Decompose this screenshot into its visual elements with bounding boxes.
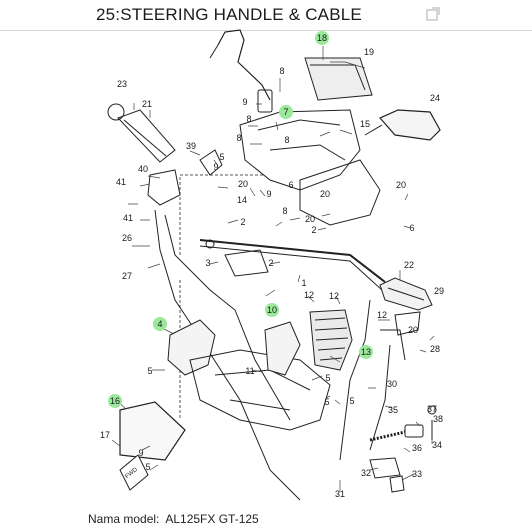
page-title: 25:STEERING HANDLE & CABLE bbox=[96, 5, 362, 24]
part-callout-5: 5 bbox=[147, 366, 152, 376]
part-callout-10: 10 bbox=[267, 305, 277, 315]
part-callout-28: 28 bbox=[430, 344, 440, 354]
part-callout-41: 41 bbox=[116, 177, 126, 187]
part-callout-17: 17 bbox=[100, 430, 110, 440]
part-callout-2: 2 bbox=[240, 217, 245, 227]
model-label: Nama model: bbox=[88, 512, 160, 526]
part-callout-8: 8 bbox=[282, 206, 287, 216]
part-callout-9: 9 bbox=[266, 189, 271, 199]
part-callout-30: 30 bbox=[387, 379, 397, 389]
page-header: 25:STEERING HANDLE & CABLE bbox=[0, 0, 532, 31]
part-callout-27: 27 bbox=[122, 271, 132, 281]
part-callout-21: 21 bbox=[142, 99, 152, 109]
part-callout-14: 14 bbox=[237, 195, 247, 205]
part-callout-34: 34 bbox=[432, 440, 442, 450]
part-callout-8: 8 bbox=[236, 133, 241, 143]
part-callout-39: 39 bbox=[186, 141, 196, 151]
part-callout-1: 1 bbox=[301, 278, 306, 288]
callout-highlight bbox=[315, 31, 329, 45]
part-callout-8: 8 bbox=[246, 114, 251, 124]
part-callout-12: 12 bbox=[329, 291, 339, 301]
part-callout-26: 26 bbox=[122, 233, 132, 243]
callout-highlight bbox=[108, 394, 122, 408]
part-callout-8: 8 bbox=[284, 135, 289, 145]
part-callout-19: 19 bbox=[364, 47, 374, 57]
external-link-icon[interactable] bbox=[426, 7, 440, 21]
part-callout-7: 7 bbox=[283, 107, 288, 117]
part-callout-9: 9 bbox=[213, 162, 218, 172]
part-callout-35: 35 bbox=[388, 405, 398, 415]
part-callout-33: 33 bbox=[412, 469, 422, 479]
callout-highlight bbox=[265, 303, 279, 317]
callout-highlight bbox=[279, 105, 293, 119]
part-callout-36: 36 bbox=[412, 443, 422, 453]
part-callout-41: 41 bbox=[123, 213, 133, 223]
part-callout-24: 24 bbox=[430, 93, 440, 103]
part-callout-5: 5 bbox=[324, 397, 329, 407]
part-callout-15: 15 bbox=[360, 119, 370, 129]
part-callout-22: 22 bbox=[404, 260, 414, 270]
part-callout-6: 6 bbox=[409, 223, 414, 233]
part-callout-12: 12 bbox=[304, 290, 314, 300]
part-callout-31: 31 bbox=[335, 489, 345, 499]
part-callout-23: 23 bbox=[117, 79, 127, 89]
part-callout-11: 11 bbox=[245, 366, 254, 376]
part-callout-5: 5 bbox=[325, 373, 330, 383]
part-callout-9: 9 bbox=[242, 97, 247, 107]
part-callout-3: 3 bbox=[205, 258, 210, 268]
part-callout-5: 5 bbox=[349, 396, 354, 406]
part-callout-2: 2 bbox=[311, 225, 316, 235]
line-art bbox=[107, 29, 441, 501]
part-callout-16: 16 bbox=[110, 396, 120, 406]
part-callout-9: 9 bbox=[138, 448, 143, 458]
part-callout-4: 4 bbox=[157, 319, 162, 329]
part-callout-18: 18 bbox=[317, 33, 327, 43]
part-callout-20: 20 bbox=[238, 179, 248, 189]
part-callout-12: 12 bbox=[377, 310, 387, 320]
part-callout-37: 37 bbox=[427, 404, 437, 414]
part-callout-32: 32 bbox=[361, 468, 371, 478]
part-callout-20: 20 bbox=[408, 325, 418, 335]
part-callout-20: 20 bbox=[396, 180, 406, 190]
callout-highlight bbox=[153, 317, 167, 331]
part-callout-5: 5 bbox=[219, 152, 224, 162]
part-callout-40: 40 bbox=[138, 164, 148, 174]
part-callout-5: 5 bbox=[145, 462, 150, 472]
model-value: AL125FX GT-125 bbox=[165, 512, 259, 526]
model-info: Nama model: AL125FX GT-125 bbox=[88, 512, 468, 532]
part-callout-38: 38 bbox=[433, 414, 443, 424]
part-callout-20: 20 bbox=[305, 214, 315, 224]
part-callout-29: 29 bbox=[434, 286, 444, 296]
part-callout-20: 20 bbox=[320, 189, 330, 199]
callout-highlight bbox=[359, 345, 373, 359]
part-callout-8: 8 bbox=[279, 66, 284, 76]
part-callout-2: 2 bbox=[268, 258, 273, 268]
part-callout-13: 13 bbox=[361, 347, 371, 357]
part-callout-6: 6 bbox=[288, 180, 293, 190]
